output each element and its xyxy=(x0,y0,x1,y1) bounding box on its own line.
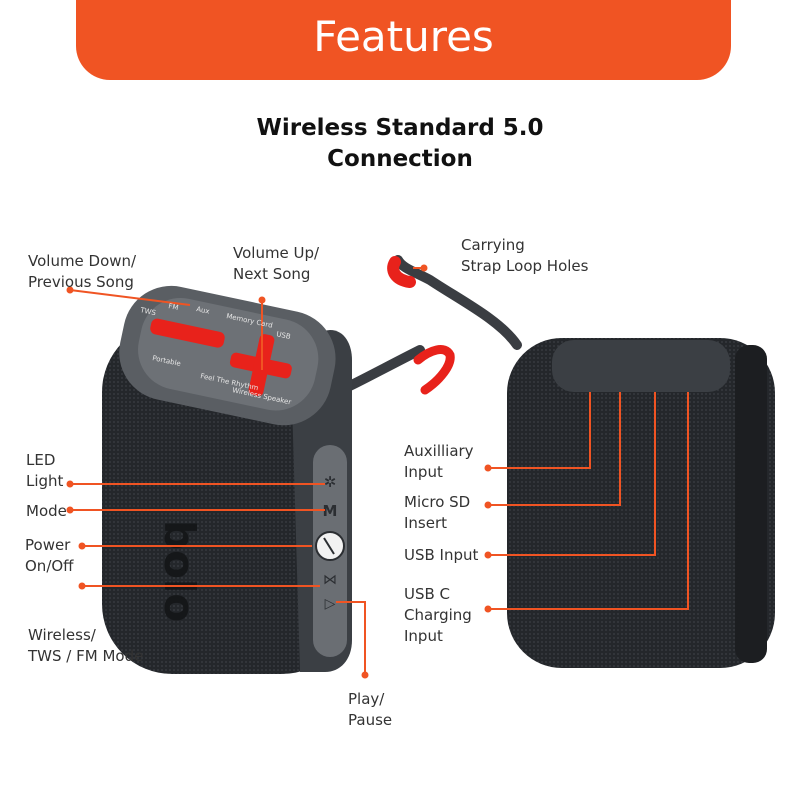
port-cover xyxy=(552,340,730,392)
label-volume-up: Volume Up/ Next Song xyxy=(233,244,320,283)
sun-icon: ✲ xyxy=(324,473,337,491)
label-mode: Mode xyxy=(26,502,67,520)
banner-title: Features xyxy=(313,11,494,61)
back-speaker-side xyxy=(735,345,767,663)
m-icon: M xyxy=(323,502,338,520)
label-power: Power On/Off xyxy=(25,536,74,575)
subtitle-line-2: Connection xyxy=(327,146,473,172)
volume-down-button[interactable] xyxy=(149,317,226,348)
power-icon xyxy=(323,537,335,555)
label-usb-input: USB Input xyxy=(404,546,479,564)
callout-lines xyxy=(69,267,689,675)
callout-dots xyxy=(66,264,492,679)
back-strap xyxy=(393,255,522,350)
label-usb-c: USB C Charging Input xyxy=(404,585,472,645)
bluetooth-icon: ⋈ xyxy=(323,572,337,588)
features-banner: Features xyxy=(76,0,731,80)
back-speaker xyxy=(387,255,775,668)
label-led-light: LED Light xyxy=(26,451,64,490)
brand-logo: bolo xyxy=(155,520,204,622)
label-micro-sd: Micro SD Insert xyxy=(404,493,471,532)
label-carrying-strap: Carrying Strap Loop Holes xyxy=(461,236,589,275)
label-wireless-mode: Wireless/ TWS / FM Mode xyxy=(28,626,144,665)
play-pause-icon: ▷ xyxy=(325,596,336,612)
subtitle-line-1: Wireless Standard 5.0 xyxy=(256,115,544,141)
label-aux-input: Auxilliary Input xyxy=(404,442,474,481)
back-speaker-mesh xyxy=(507,338,775,668)
back-strap-clip xyxy=(387,256,416,288)
connection-subtitle: Wireless Standard 5.0 Connection xyxy=(200,113,600,175)
front-strap-clip xyxy=(413,345,455,395)
label-volume-down: Volume Down/ Previous Song xyxy=(28,252,137,291)
label-play-pause: Play/ Pause xyxy=(348,690,393,729)
front-speaker: ✲ M ⋈ ▷ bolo xyxy=(102,285,455,674)
